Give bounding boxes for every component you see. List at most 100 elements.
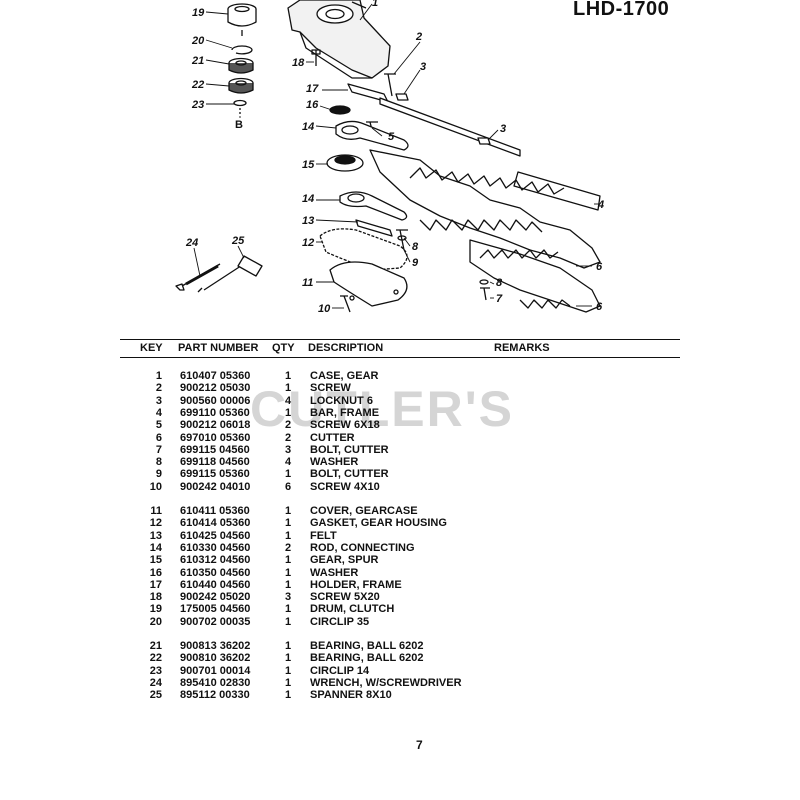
qty-cell: 1 <box>284 640 292 652</box>
description-cell: WASHER <box>310 456 359 469</box>
key-cell: 3 <box>155 394 162 407</box>
exploded-parts-diagram: 1 2 3 3 4 5 6 6 7 8 8 9 10 11 12 13 14 1… <box>175 0 604 315</box>
circlip-35-drawing <box>231 45 253 55</box>
description-cell: DRUM, CLUTCH <box>310 603 395 616</box>
callout-25: 25 <box>231 235 245 247</box>
part-number-cell: 900701 00014 <box>180 664 251 677</box>
part-number-cell: 895112 00330 <box>180 689 250 702</box>
part-number-cell: 900242 04010 <box>180 480 251 493</box>
qty-cell: 1 <box>284 603 292 616</box>
header-description: DESCRIPTION <box>308 342 384 354</box>
part-number-cell: 900810 36202 <box>180 652 251 665</box>
part-number-cell: 900212 06018 <box>180 419 251 432</box>
key-cell: 23 <box>149 664 162 677</box>
callout-6: 6 <box>596 261 603 273</box>
description-cell: HOLDER, FRAME <box>310 578 402 591</box>
spanner-drawing <box>197 255 263 293</box>
qty-cell: 1 <box>284 406 292 419</box>
key-cell: 19 <box>149 603 162 616</box>
callout-b: B <box>235 119 243 131</box>
part-number-cell: 699110 05360 <box>180 406 250 419</box>
table-header-rule <box>120 357 680 358</box>
callout-23: 23 <box>191 99 204 111</box>
clutch-drum-drawing <box>227 3 257 36</box>
cutter-blade-lower-drawing <box>469 239 601 313</box>
watermark: CUTLER'S <box>250 381 514 437</box>
description-cell: CIRCLIP 14 <box>310 664 370 677</box>
key-cell: 12 <box>149 517 162 530</box>
header-remarks: REMARKS <box>494 342 550 354</box>
key-cell: 5 <box>155 419 162 432</box>
callout-12: 12 <box>302 237 314 249</box>
key-cell: 4 <box>155 406 162 419</box>
part-number-cell: 610414 05360 <box>180 517 251 530</box>
description-cell: BOLT, CUTTER <box>310 443 389 456</box>
part-number-cell: 697010 05360 <box>180 431 251 444</box>
table-top-rule <box>120 339 680 340</box>
key-cell: 25 <box>149 689 162 702</box>
description-cell: GEAR, SPUR <box>310 554 379 567</box>
callout-16: 16 <box>306 99 319 111</box>
key-cell: 24 <box>149 676 162 689</box>
page-title: LHD-1700 <box>573 0 670 20</box>
table-row: 17 610440 04560 1 HOLDER, FRAME <box>0 579 800 591</box>
bearing-22-drawing <box>228 77 254 94</box>
callout-3: 3 <box>420 61 426 73</box>
description-cell: WASHER <box>310 566 359 579</box>
circlip-14-drawing <box>233 99 247 107</box>
key-cell: 7 <box>155 443 162 456</box>
qty-cell: 1 <box>284 566 292 579</box>
part-number-cell: 900560 00006 <box>180 394 251 407</box>
header-key: KEY <box>140 342 163 354</box>
key-cell: 18 <box>149 591 162 604</box>
callout-20: 20 <box>191 35 205 47</box>
qty-cell: 4 <box>284 394 292 407</box>
qty-cell: 1 <box>284 676 292 689</box>
callout-7: 7 <box>496 293 503 305</box>
qty-cell: 3 <box>284 443 292 456</box>
part-number-cell: 610407 05360 <box>180 370 251 382</box>
description-cell: SCREW 5X20 <box>310 591 380 604</box>
part-number-cell: 610440 04560 <box>180 578 251 591</box>
callout-6b: 6 <box>596 301 603 313</box>
part-number-cell: 610330 04560 <box>180 541 251 554</box>
part-number-cell: 175005 04560 <box>180 603 251 616</box>
callout-18: 18 <box>292 57 305 69</box>
part-number-cell: 610312 04560 <box>180 554 251 567</box>
qty-cell: 1 <box>284 382 292 395</box>
table-row: 19 175005 04560 1 DRUM, CLUTCH <box>0 603 800 615</box>
callout-22: 22 <box>191 79 204 91</box>
qty-cell: 1 <box>284 517 292 530</box>
callout-8b: 8 <box>496 277 503 289</box>
callout-2: 2 <box>415 31 422 43</box>
key-cell: 11 <box>150 505 162 517</box>
part-number-cell: 900702 00035 <box>180 615 251 628</box>
callout-17: 17 <box>306 83 319 95</box>
key-cell: 6 <box>155 431 162 444</box>
callout-8: 8 <box>412 241 419 253</box>
page-number: 7 <box>416 738 423 752</box>
description-cell: COVER, GEARCASE <box>310 505 418 517</box>
key-cell: 17 <box>149 578 162 591</box>
description-cell: SCREW 4X10 <box>310 480 380 493</box>
key-cell: 22 <box>149 652 162 665</box>
part-number-cell: 900242 05020 <box>180 591 251 604</box>
qty-cell: 1 <box>284 578 292 591</box>
callout-15: 15 <box>302 159 315 171</box>
qty-cell: 1 <box>284 689 292 702</box>
